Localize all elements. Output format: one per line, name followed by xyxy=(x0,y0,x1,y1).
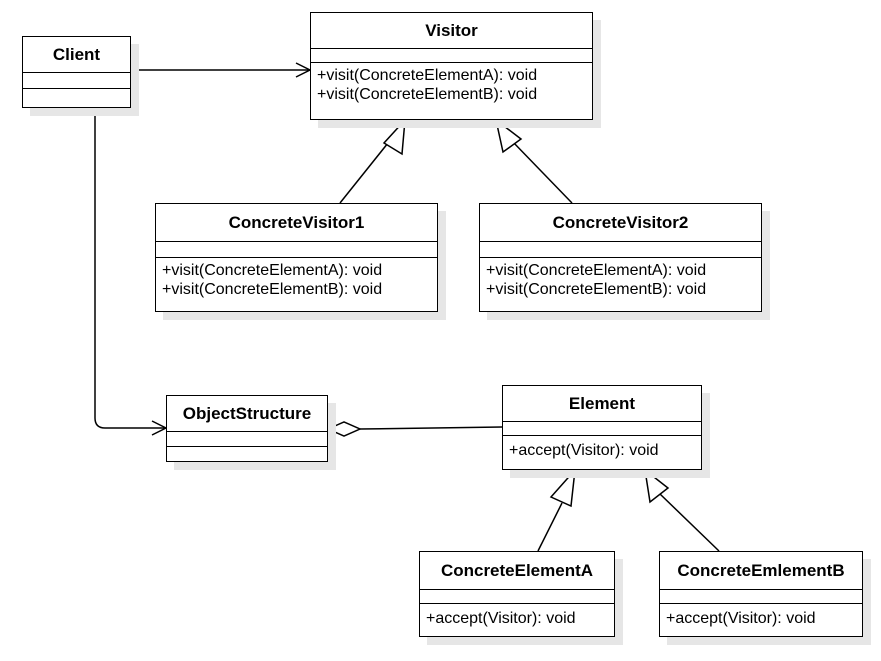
attributes-compartment xyxy=(480,242,761,258)
class-object-structure[interactable]: ObjectStructure xyxy=(166,395,328,462)
concreteelementb-generalization-arrowhead xyxy=(643,468,670,504)
operations-compartment: +visit(ConcreteElementA): void +visit(Co… xyxy=(156,258,437,299)
operation: +visit(ConcreteElementA): void xyxy=(486,262,707,279)
concreteelementb-generalization xyxy=(659,493,720,552)
concreteelementa-generalization-arrowhead xyxy=(549,467,577,508)
operations-compartment: +accept(Visitor): void xyxy=(420,604,614,628)
operation: +visit(ConcreteElementB): void xyxy=(317,86,538,103)
operation: +accept(Visitor): void xyxy=(666,610,816,627)
operation: +accept(Visitor): void xyxy=(509,442,659,459)
class-name: ConcreteVisitor2 xyxy=(480,204,761,242)
aggregation-diamond xyxy=(326,421,362,437)
class-name: ConcreteEmlementB xyxy=(660,552,862,590)
attributes-compartment xyxy=(167,432,327,447)
class-name: Client xyxy=(23,37,130,73)
class-concrete-element-a[interactable]: ConcreteElementA +accept(Visitor): void xyxy=(419,551,615,637)
class-client[interactable]: Client xyxy=(22,36,131,108)
class-concrete-element-b[interactable]: ConcreteEmlementB +accept(Visitor): void xyxy=(659,551,863,637)
attributes-compartment xyxy=(23,73,130,89)
operations-compartment: +visit(ConcreteElementA): void +visit(Co… xyxy=(480,258,761,299)
class-name: ConcreteElementA xyxy=(420,552,614,590)
concreteelementa-generalization xyxy=(537,502,563,552)
class-name: Element xyxy=(503,386,701,422)
element-objectstructure-aggregation xyxy=(359,426,503,430)
operation: +visit(ConcreteElementA): void xyxy=(162,262,383,279)
operation: +visit(ConcreteElementB): void xyxy=(162,281,383,298)
client-objectstructure-association xyxy=(94,108,166,429)
concretevisitor2-generalization-arrowhead xyxy=(494,118,523,154)
attributes-compartment xyxy=(660,590,862,604)
attributes-compartment xyxy=(311,49,592,63)
attributes-compartment xyxy=(156,242,437,258)
concretevisitor2-generalization xyxy=(511,140,573,204)
attributes-compartment xyxy=(503,422,701,436)
class-concrete-visitor-1[interactable]: ConcreteVisitor1 +visit(ConcreteElementA… xyxy=(155,203,438,312)
class-visitor[interactable]: Visitor +visit(ConcreteElementA): void +… xyxy=(310,12,593,120)
operations-compartment: +visit(ConcreteElementA): void +visit(Co… xyxy=(311,63,592,104)
concretevisitor1-generalization-arrowhead xyxy=(382,117,406,156)
operations-compartment: +accept(Visitor): void xyxy=(660,604,862,628)
class-element[interactable]: Element +accept(Visitor): void xyxy=(502,385,702,470)
operation: +visit(ConcreteElementB): void xyxy=(486,281,707,298)
class-name: ObjectStructure xyxy=(167,396,327,432)
operation: +accept(Visitor): void xyxy=(426,610,576,627)
class-name: ConcreteVisitor1 xyxy=(156,204,437,242)
operation: +visit(ConcreteElementA): void xyxy=(317,67,538,84)
attributes-compartment xyxy=(420,590,614,604)
class-concrete-visitor-2[interactable]: ConcreteVisitor2 +visit(ConcreteElementA… xyxy=(479,203,762,312)
operations-compartment: +accept(Visitor): void xyxy=(503,436,701,460)
class-name: Visitor xyxy=(311,13,592,49)
